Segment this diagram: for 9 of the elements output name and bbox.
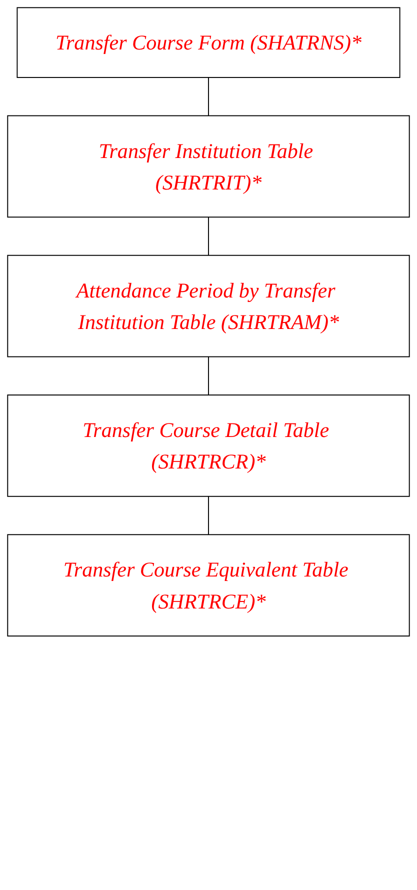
node-box: Attendance Period by Transfer Institution Table (SHRTRAM)* [7, 254, 410, 358]
connector [208, 496, 209, 536]
connector [208, 356, 209, 396]
node-box: Transfer Course Detail Table (SHRTRCR)* [7, 394, 410, 497]
node-box: Transfer Course Form (SHATRNS)* [16, 7, 400, 78]
connector [208, 216, 209, 256]
node-box: Transfer Course Equivalent Table (SHRTRCE)* [7, 534, 410, 636]
connector [208, 77, 209, 116]
node-box: Transfer Institution Table (SHRTRIT)* [7, 115, 410, 218]
